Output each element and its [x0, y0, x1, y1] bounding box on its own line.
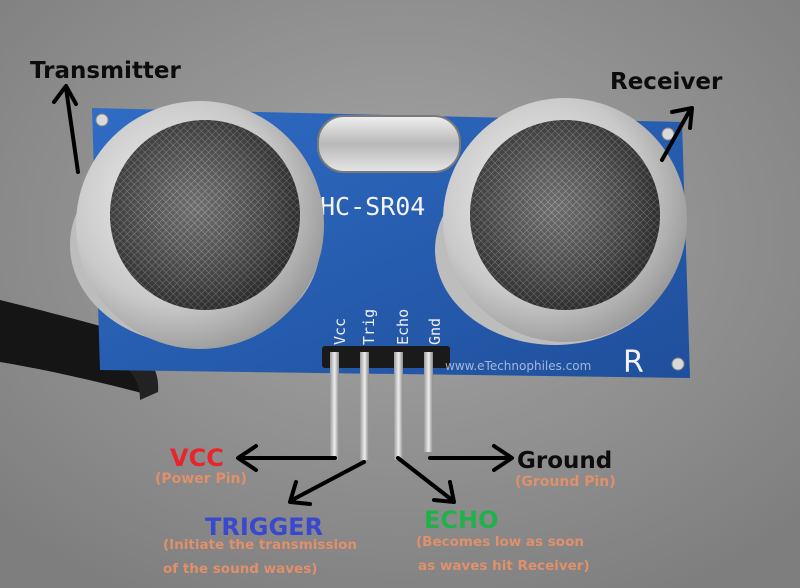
pin-label-echo: Echo	[394, 309, 412, 345]
echo-description-line2: as waves hit Receiver)	[418, 558, 590, 574]
ground-title: Ground	[517, 448, 613, 474]
trigger-description-line1: (Initiate the transmission	[163, 537, 357, 553]
trigger-description-line2: of the sound waves)	[163, 561, 318, 577]
r-mark: R	[623, 345, 644, 380]
mount-hole	[95, 113, 109, 127]
mount-hole	[661, 127, 675, 141]
echo-description-line1: (Becomes low as soon	[416, 534, 584, 550]
echo-title: ECHO	[424, 506, 499, 534]
annotation-arrows	[52, 84, 694, 506]
crystal-oscillator	[317, 115, 461, 173]
mount-hole	[671, 357, 685, 371]
pin-label-gnd: Gnd	[426, 318, 444, 345]
cable	[0, 300, 160, 395]
ground-description: (Ground Pin)	[515, 474, 616, 490]
transmitter-transducer	[70, 101, 324, 349]
header-pins	[322, 346, 450, 460]
trigger-title: TRIGGER	[205, 513, 324, 541]
receiver-transducer	[435, 98, 687, 345]
receiver-label: Receiver	[610, 69, 723, 95]
vcc-title: VCC	[170, 444, 224, 472]
pin-label-vcc: Vcc	[331, 318, 349, 345]
watermark: www.eTechnophiles.com	[445, 359, 591, 373]
model-label: HC-SR04	[320, 192, 425, 221]
pin-label-trig: Trig	[360, 309, 378, 345]
vcc-description: (Power Pin)	[155, 471, 247, 487]
transmitter-label: Transmitter	[30, 58, 181, 84]
